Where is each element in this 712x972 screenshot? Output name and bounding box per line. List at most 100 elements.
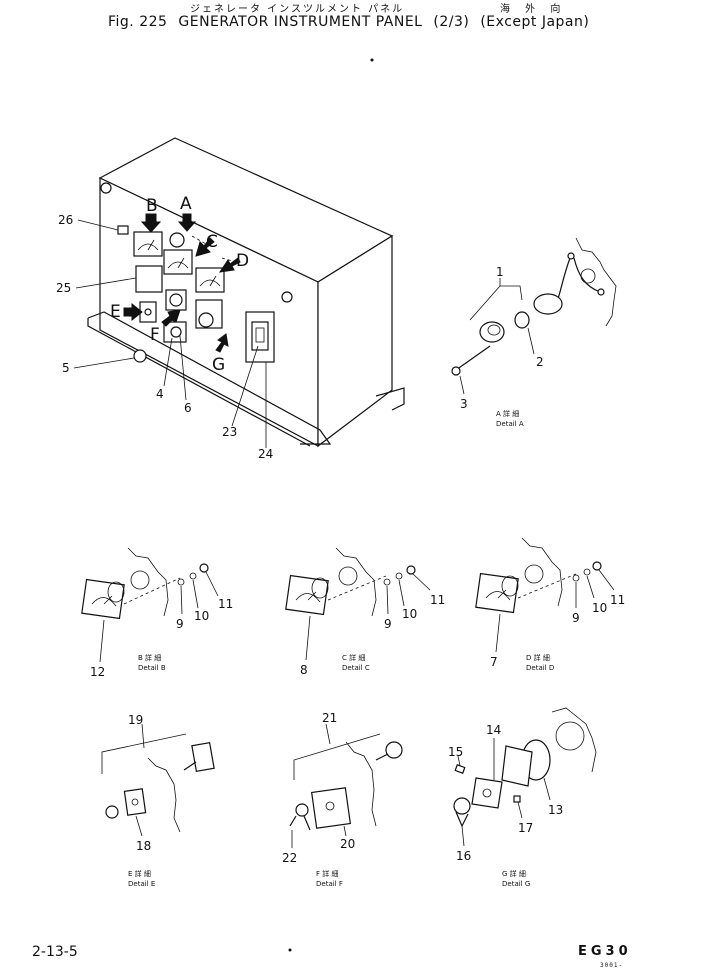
meter-b [133, 231, 163, 257]
part-23: 23 [222, 425, 237, 439]
japanese-title: ジェネレータ インスツルメント パネル [190, 4, 405, 15]
detail-d-nut-11 [592, 561, 602, 571]
corner-knob-left [100, 182, 112, 194]
detail-c-washer-9 [383, 578, 391, 586]
leader-a-2 [527, 327, 535, 355]
leader-4 [163, 337, 173, 387]
detail-c-washer-10 [395, 572, 403, 580]
label-plate-26 [117, 225, 129, 235]
main-assembly: B A C D E F G 26 25 5 4 6 23 24 [56, 137, 405, 461]
part-b-11: 11 [218, 597, 233, 611]
part-c-10: 10 [402, 607, 417, 621]
detail-a-terminal-1 [567, 252, 575, 260]
base-rail-lower [87, 318, 311, 447]
detail-b-meter-12 [81, 578, 125, 620]
detail-a-screw-3 [455, 345, 491, 371]
detail-a-screw-head [451, 366, 461, 376]
detail-c-jp: C 詳 細 [342, 653, 365, 662]
detail-f-plate-20 [310, 787, 352, 829]
part-f-20: 20 [340, 837, 355, 851]
leader-5 [73, 357, 135, 369]
detail-b: 9 10 11 12 B 詳 細 Detail B [81, 547, 233, 679]
detail-b-panel-hole [130, 570, 150, 590]
detail-g-panel [551, 707, 597, 773]
lamp-4 [170, 326, 182, 338]
base-rail-side [375, 387, 405, 411]
push-button-5 [133, 349, 147, 363]
page-number: 2-13-5 [32, 944, 78, 960]
detail-d-needle [485, 589, 511, 601]
part-e-19: 19 [128, 713, 143, 727]
leader-b-12 [99, 619, 105, 663]
detail-d-meter-7 [475, 572, 519, 614]
detail-g-screw-15 [454, 764, 466, 774]
window-23-inner [255, 327, 265, 343]
detail-g-flange [501, 745, 533, 787]
part-25: 25 [56, 281, 71, 295]
blank-plate-25 [135, 265, 163, 293]
letter-d: D [236, 251, 249, 271]
letter-g: G [212, 355, 225, 375]
leader-g-16 [461, 825, 465, 847]
detail-f-label: Detail F [316, 880, 343, 888]
part-24: 24 [258, 447, 273, 461]
arrow-e [123, 302, 143, 322]
arrow-g [215, 333, 229, 353]
title-text: GENERATOR INSTRUMENT PANEL [178, 14, 423, 30]
detail-f-lamp-legs [289, 815, 311, 831]
figure-title: Fig. 225 GENERATOR INSTRUMENT PANEL (2/3… [108, 14, 595, 30]
serial-range: 3001- [600, 962, 624, 969]
part-e-18: 18 [136, 839, 151, 853]
detail-f-lamp [295, 803, 309, 817]
detail-d: 9 10 11 7 D 詳 細 Detail D [475, 537, 625, 672]
detail-d-washer-9 [572, 574, 580, 582]
lamp-a [169, 232, 185, 248]
detail-f-knob [385, 741, 403, 759]
detail-d-washer-10 [583, 568, 591, 576]
part-g-16: 16 [456, 849, 471, 863]
detail-c-panel-hole [338, 566, 358, 586]
part-f-22: 22 [282, 851, 297, 865]
japanese-destination: 海 外 向 [500, 4, 567, 15]
detail-c-nut-11 [406, 565, 416, 575]
part-6: 6 [184, 401, 192, 415]
part-b-10: 10 [194, 609, 209, 623]
letter-e: E [110, 302, 121, 322]
detail-f-plate-hole [325, 801, 335, 811]
arrow-c [195, 237, 215, 257]
detail-d-stud [517, 573, 577, 599]
leader-f-21 [325, 723, 331, 745]
leader-26 [77, 219, 119, 231]
leader-e-18 [135, 815, 143, 837]
leader-e-19 [141, 723, 145, 749]
detail-a-terminal-2 [597, 288, 605, 296]
detail-a-jp: A 詳 細 [496, 409, 519, 418]
detail-e: 19 18 E 詳 細 Detail E [101, 713, 215, 888]
detail-g-label: Detail G [502, 880, 530, 888]
detail-e-switch [191, 741, 215, 773]
detail-a-panel-edge [575, 237, 617, 327]
part-g-17: 17 [518, 821, 533, 835]
leader-f-20 [343, 825, 347, 837]
leader-g-15 [457, 755, 461, 767]
detail-d-label: Detail D [526, 664, 554, 672]
part-g-14: 14 [486, 723, 501, 737]
part-d-11: 11 [610, 593, 625, 607]
title-fraction: (2/3) [433, 14, 470, 30]
leader-c-8 [305, 615, 311, 661]
detail-a-bulb-2 [514, 311, 530, 329]
model-code: EG30 [578, 944, 632, 959]
detail-e-nut [105, 805, 119, 819]
detail-c-meter-8 [285, 574, 329, 616]
scan-dot [370, 58, 374, 62]
part-26: 26 [58, 213, 73, 227]
detail-c-needle [295, 591, 321, 603]
box-side [317, 234, 393, 448]
detail-b-panel [127, 547, 169, 617]
arrow-a [177, 213, 197, 232]
part-a-1: 1 [496, 265, 504, 279]
part-d-9: 9 [572, 611, 580, 625]
detail-f-bracket-21 [293, 733, 381, 780]
letter-a: A [180, 194, 192, 214]
base-rail-front [87, 311, 332, 445]
